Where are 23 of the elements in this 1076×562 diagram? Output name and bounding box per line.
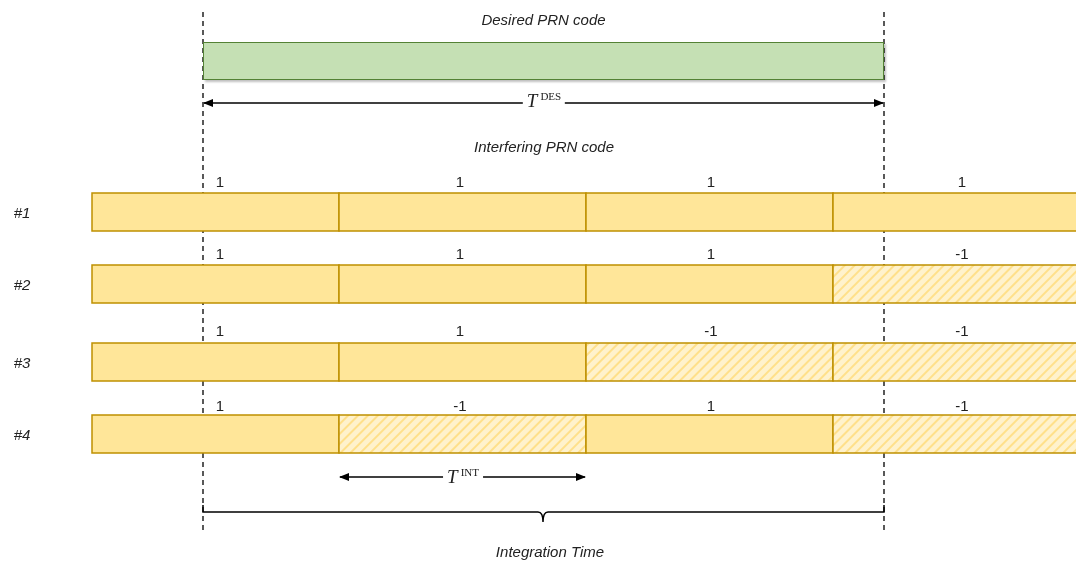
row-label: #1	[13, 203, 31, 221]
chip-value: 1	[957, 172, 967, 190]
chip-value: 1	[706, 244, 716, 262]
chip-value: -1	[704, 321, 718, 339]
chip-value: 1	[215, 172, 225, 190]
chip-value: -1	[955, 396, 969, 414]
row-label: #2	[13, 275, 31, 293]
chip-value: 1	[215, 396, 225, 414]
chip-value: 1	[455, 321, 465, 339]
chip-value: 1	[455, 244, 465, 262]
bar-heading: Desired PRN code	[481, 10, 606, 28]
chip-value: 1	[455, 172, 465, 190]
chip-value: 1	[215, 244, 225, 262]
chip-value: -1	[453, 396, 467, 414]
chip-value: 1	[706, 172, 716, 190]
chip-value: 1	[706, 396, 716, 414]
row-label: #3	[13, 353, 31, 371]
chip-value: -1	[955, 244, 969, 262]
brace-label: Integration Time	[495, 542, 605, 560]
row-label: #4	[13, 425, 31, 443]
section-heading: Interfering PRN code	[473, 137, 615, 155]
chip-value: 1	[215, 321, 225, 339]
chip-value: -1	[955, 321, 969, 339]
